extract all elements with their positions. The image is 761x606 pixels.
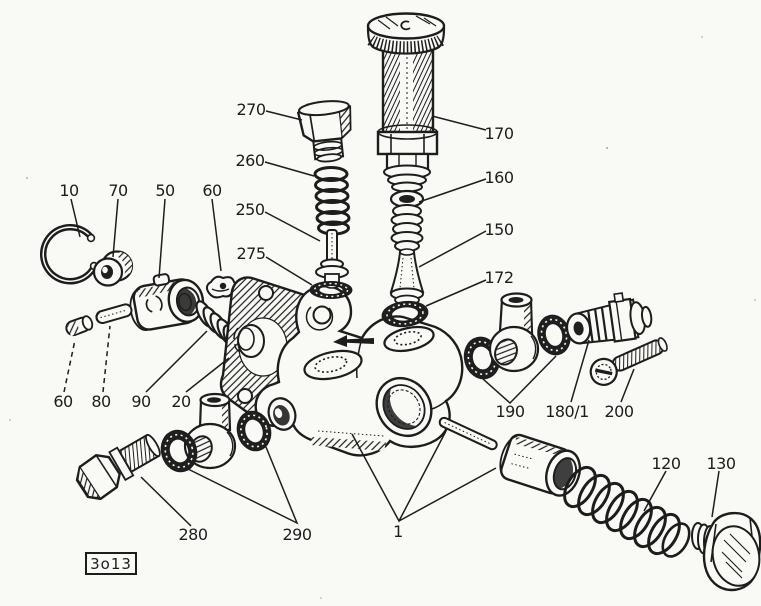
leader-150 (418, 230, 487, 268)
leader-10 (70, 198, 81, 238)
callout-290: 290 (282, 525, 311, 544)
callout-60-top: 60 (202, 181, 222, 200)
leader-90 (145, 330, 208, 393)
part-172-seal-ring (381, 300, 429, 328)
callout-80: 80 (91, 392, 111, 411)
leader-275 (265, 256, 313, 286)
part-250-valve-plunger (315, 229, 349, 289)
callout-200: 200 (604, 402, 633, 421)
leader-20 (185, 357, 230, 393)
part-120-spring (563, 465, 691, 558)
callout-250: 250 (235, 200, 264, 219)
callout-160: 160 (484, 168, 513, 187)
part-80-pin (95, 303, 133, 325)
leader-lines (63, 110, 720, 527)
callout-180-1: 180/1 (545, 402, 589, 421)
leader-60-bottom (63, 339, 76, 393)
ear-hole (312, 305, 332, 325)
callout-280: 280 (178, 525, 207, 544)
leader-70 (112, 198, 119, 258)
leader-290 (187, 446, 299, 525)
callout-150: 150 (484, 220, 513, 239)
callout-275: 275 (236, 244, 265, 263)
callout-120: 120 (651, 454, 680, 473)
callout-270: 270 (236, 100, 265, 119)
tappet-sleeve (499, 433, 582, 497)
callout-labels: 10 70 50 60 270 260 250 275 170 160 150 … (53, 100, 736, 544)
leader-172 (425, 279, 487, 307)
leader-180-1 (570, 339, 590, 403)
part-70-bush (92, 250, 134, 287)
part-260-spring (313, 166, 351, 236)
part-200-screw (589, 337, 668, 386)
leader-1 (351, 430, 497, 523)
part-275-seal-washer (309, 281, 353, 299)
callout-190: 190 (495, 402, 524, 421)
scan-specks (9, 36, 756, 599)
part-60-peg (65, 315, 94, 337)
part-50-tappet-body (129, 273, 205, 331)
leader-280 (140, 476, 192, 527)
leader-120 (643, 470, 667, 512)
leader-50 (158, 198, 166, 279)
callout-90: 90 (131, 392, 151, 411)
pushrod-pin (438, 416, 498, 451)
side-bore (267, 397, 297, 431)
callout-20: 20 (171, 392, 191, 411)
part-190-seal-ring-2 (537, 314, 571, 356)
callout-1: 1 (393, 522, 403, 541)
leader-130 (711, 470, 720, 518)
leader-200 (620, 368, 635, 403)
callout-10: 10 (59, 181, 79, 200)
elbow-fitting-right (488, 292, 540, 373)
part-290-seal-washer-1 (160, 429, 198, 473)
part-60-clip (205, 275, 238, 299)
part-150-valve-cone (389, 248, 425, 306)
top-port-right (383, 325, 435, 353)
leader-260 (264, 161, 315, 177)
leader-270 (265, 110, 303, 121)
leader-250 (264, 211, 321, 242)
part-170-primer-pump (366, 12, 446, 193)
callout-260: 260 (235, 151, 264, 170)
part-270-hex-plug (296, 100, 352, 163)
part-90-washer-stack (195, 300, 244, 354)
leader-80 (102, 325, 111, 393)
callout-70: 70 (108, 181, 128, 200)
part-275-grommet (233, 324, 265, 358)
leader-190 (482, 355, 557, 405)
callout-172: 172 (484, 268, 513, 287)
flow-direction-arrow-icon (333, 335, 374, 347)
part-160-gland-stack (389, 189, 425, 252)
callout-130: 130 (706, 454, 735, 473)
callout-170: 170 (484, 124, 513, 143)
pump-body (254, 285, 464, 457)
threaded-bore (375, 376, 433, 438)
part-290-seal-washer-2 (236, 410, 272, 452)
part-130-hex-plug (691, 511, 761, 592)
callout-50: 50 (155, 181, 175, 200)
figure-number: 3o13 (90, 555, 132, 573)
figure-number-box: 3o13 (85, 552, 137, 575)
callout-60-bottom: 60 (53, 392, 73, 411)
leader-60-top (211, 198, 222, 272)
leader-170 (431, 115, 487, 131)
part-10-circlip (40, 224, 99, 285)
top-port-left (303, 349, 363, 381)
part-280-banjo-bolt (75, 433, 161, 501)
leader-160 (418, 178, 487, 203)
part-180-1-union (565, 292, 653, 345)
